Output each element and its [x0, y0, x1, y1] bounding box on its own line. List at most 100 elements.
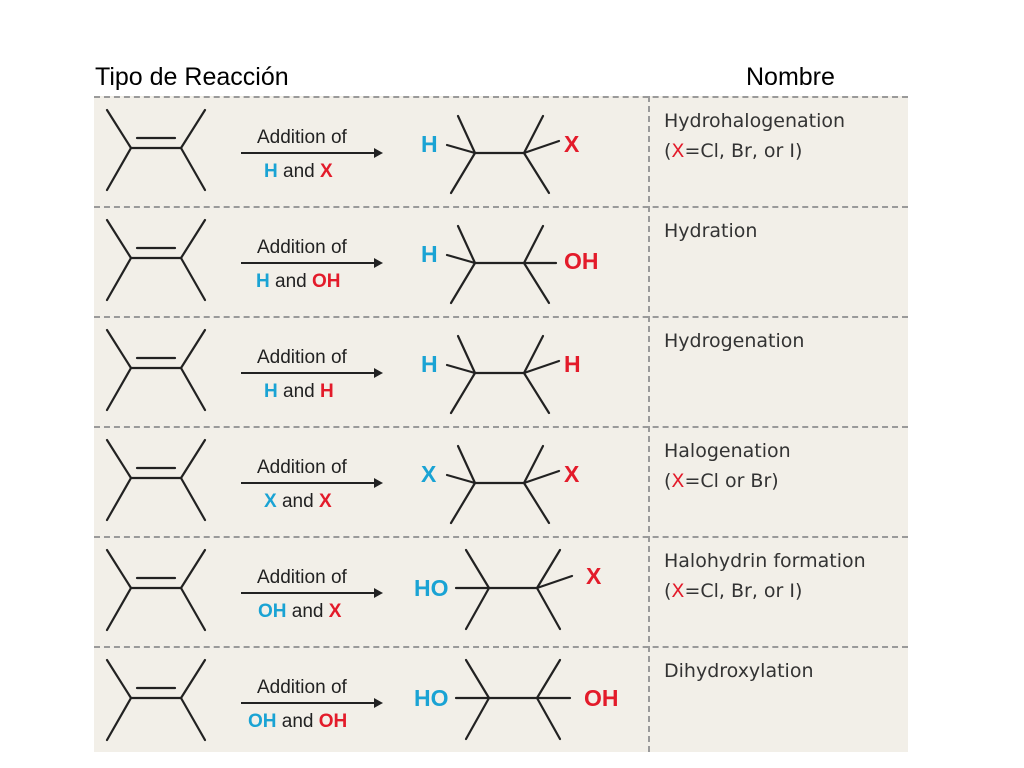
- alkene-structure: [105, 328, 207, 412]
- product-left-group: HO: [414, 685, 449, 711]
- reaction-arrow: [241, 588, 383, 598]
- reagent-group-b: OH: [319, 711, 348, 732]
- row-divider: [94, 206, 908, 208]
- reagent-group-a: OH: [258, 601, 287, 622]
- product-right-group: OH: [564, 248, 599, 274]
- reaction-row-6: Addition of OH and OH HO OH Dihydroxylat…: [94, 646, 908, 756]
- reagent-label: OH and OH: [248, 711, 347, 732]
- product-right-group: X: [586, 563, 602, 589]
- addition-label: Addition of: [257, 237, 348, 258]
- reaction-name-title: Hydrogenation: [664, 330, 805, 352]
- product-right-group: X: [564, 131, 580, 157]
- reaction-row-2: Addition of H and OH H OH Hydration: [94, 206, 908, 316]
- addition-label: Addition of: [257, 127, 348, 148]
- reaction-name-note-x: X: [671, 580, 685, 602]
- product-left-group: HO: [414, 575, 449, 601]
- reaction-scheme: Addition of OH and X HO X: [105, 548, 602, 632]
- product-right-group: X: [564, 461, 580, 487]
- product-left-group: X: [421, 461, 437, 487]
- addition-label: Addition of: [257, 677, 348, 698]
- reaction-name-note-open: (: [664, 470, 672, 492]
- product-left-group: H: [421, 131, 438, 157]
- column-divider: [648, 96, 650, 752]
- product-right-group: H: [564, 351, 581, 377]
- reaction-name-title: Halohydrin formation: [664, 550, 866, 572]
- reaction-name-title: Hydration: [664, 220, 758, 242]
- alkene-structure: [105, 548, 207, 632]
- reaction-name: Hydration: [664, 216, 904, 246]
- row-divider: [94, 646, 908, 648]
- reaction-scheme: Addition of H and H H H: [105, 328, 581, 415]
- product-structure: [445, 334, 561, 415]
- reaction-arrow: [241, 478, 383, 488]
- reaction-name: Halohydrin formation (X=Cl, Br, or I): [664, 546, 904, 606]
- reagent-label: H and H: [264, 381, 334, 402]
- reagent-group-a: H: [256, 271, 270, 292]
- reagent-label: OH and X: [258, 601, 342, 622]
- reaction-table: Addition of H and X H X Hydrohalogenatio…: [94, 96, 908, 752]
- reaction-name-note-rest: =Cl, Br, or I): [684, 580, 803, 602]
- addition-label: Addition of: [257, 457, 348, 478]
- reagent-connector: and: [278, 161, 320, 182]
- row-divider: [94, 96, 908, 98]
- alkene-structure: [105, 108, 207, 192]
- reaction-name-note-rest: =Cl or Br): [684, 470, 779, 492]
- reaction-name-note: (X=Cl or Br): [664, 466, 904, 496]
- row-divider: [94, 316, 908, 318]
- reaction-row-4: Addition of X and X X X Halogenation (X=…: [94, 426, 908, 536]
- reagent-connector: and: [278, 381, 320, 402]
- reagent-label: H and X: [264, 161, 333, 182]
- reaction-name-note-open: (: [664, 140, 672, 162]
- reaction-scheme: Addition of X and X X X: [105, 438, 580, 525]
- reaction-arrow: [241, 698, 383, 708]
- reaction-name-note-x: X: [671, 470, 685, 492]
- reagent-connector: and: [287, 601, 329, 622]
- row-divider: [94, 536, 908, 538]
- reagent-group-b: X: [319, 491, 332, 512]
- reaction-row-3: Addition of H and H H H Hydrogenation: [94, 316, 908, 426]
- reaction-row-5: Addition of OH and X HO X Halohydrin for…: [94, 536, 908, 646]
- reaction-name-note-rest: =Cl, Br, or I): [684, 140, 803, 162]
- product-right-group: OH: [584, 685, 619, 711]
- row-divider: [94, 426, 908, 428]
- reagent-connector: and: [277, 711, 319, 732]
- reagent-group-b: X: [329, 601, 342, 622]
- reaction-name-note-x: X: [671, 140, 685, 162]
- product-structure: [454, 548, 574, 631]
- reaction-name-note: (X=Cl, Br, or I): [664, 136, 904, 166]
- reagent-connector: and: [270, 271, 312, 292]
- reaction-name: Halogenation (X=Cl or Br): [664, 436, 904, 496]
- product-structure: [445, 444, 561, 525]
- product-left-group: H: [421, 241, 438, 267]
- alkene-structure: [105, 438, 207, 522]
- reagent-group-b: OH: [312, 271, 341, 292]
- reaction-row-1: Addition of H and X H X Hydrohalogenatio…: [94, 96, 908, 206]
- reaction-name: Dihydroxylation: [664, 656, 904, 686]
- reagent-label: X and X: [264, 491, 332, 512]
- reagent-group-a: H: [264, 161, 278, 182]
- product-structure: [445, 114, 561, 195]
- reaction-scheme: Addition of OH and OH HO OH: [105, 658, 619, 742]
- reagent-group-a: H: [264, 381, 278, 402]
- reaction-name-title: Hydrohalogenation: [664, 110, 846, 132]
- product-left-group: H: [421, 351, 438, 377]
- reagent-group-a: X: [264, 491, 277, 512]
- reagent-connector: and: [277, 491, 319, 512]
- header-reaction-type: Tipo de Reacción: [95, 63, 289, 91]
- reagent-group-b: H: [320, 381, 334, 402]
- product-structure: [454, 658, 572, 741]
- header-name: Nombre: [746, 63, 835, 91]
- alkene-structure: [105, 218, 207, 302]
- reaction-arrow: [241, 368, 383, 378]
- reaction-name-title: Halogenation: [664, 440, 791, 462]
- reaction-name: Hydrohalogenation (X=Cl, Br, or I): [664, 106, 904, 166]
- addition-label: Addition of: [257, 347, 348, 368]
- reaction-scheme: Addition of H and OH H OH: [105, 218, 599, 305]
- reaction-name-title: Dihydroxylation: [664, 660, 814, 682]
- alkene-structure: [105, 658, 207, 742]
- addition-label: Addition of: [257, 567, 348, 588]
- reagent-label: H and OH: [256, 271, 341, 292]
- reaction-arrow: [241, 258, 383, 268]
- reaction-arrow: [241, 148, 383, 158]
